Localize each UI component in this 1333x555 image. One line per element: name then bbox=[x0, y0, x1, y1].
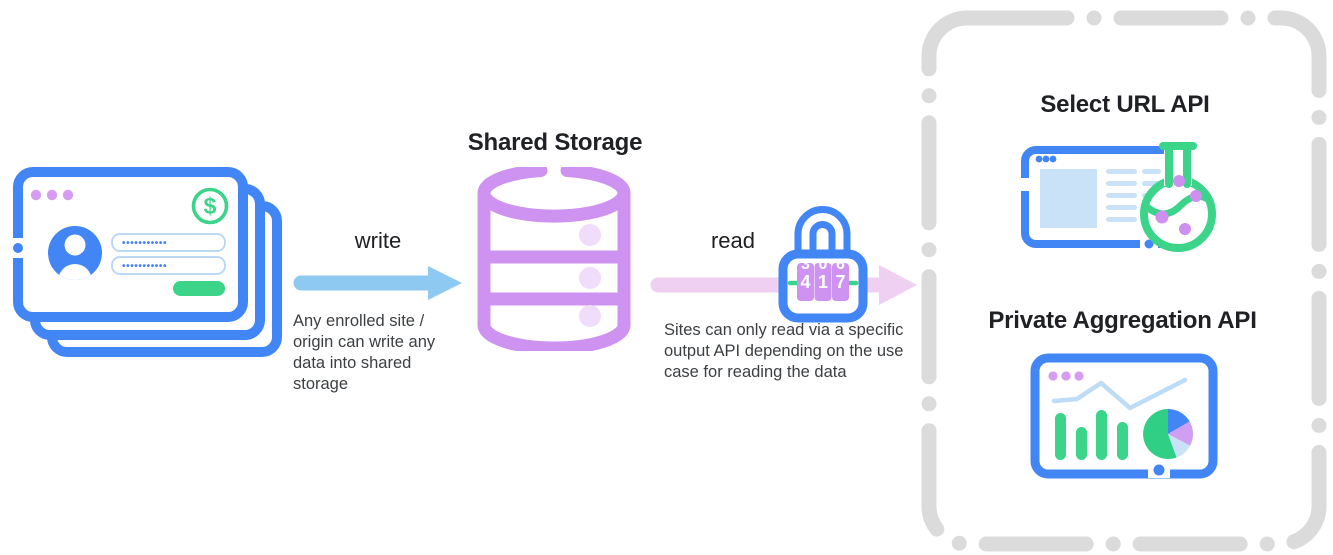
svg-text:$: $ bbox=[204, 193, 217, 219]
write-description: Any enrolled site / origin can write any… bbox=[293, 312, 436, 394]
write-arrow bbox=[292, 265, 464, 301]
shared-storage-title: Shared Storage bbox=[467, 129, 643, 156]
password-field: ••••••••••• bbox=[111, 233, 226, 252]
svg-text:•••••••••••: ••••••••••• bbox=[122, 261, 167, 272]
svg-text:5: 5 bbox=[801, 299, 810, 316]
svg-text:4: 4 bbox=[800, 272, 810, 292]
svg-text:0: 0 bbox=[819, 256, 828, 273]
avatar-icon bbox=[48, 226, 102, 280]
svg-text:1: 1 bbox=[818, 272, 828, 292]
svg-text:3: 3 bbox=[801, 256, 810, 273]
lock-dial: 4 3 5 bbox=[797, 256, 814, 316]
lock-shackle bbox=[794, 206, 851, 260]
login-button-icon bbox=[173, 281, 225, 296]
dollar-icon: $ bbox=[191, 187, 229, 225]
enrolled-sites-node: $ ••••••••••• ••••••••••• bbox=[8, 164, 298, 364]
svg-text:7: 7 bbox=[835, 272, 845, 292]
select-url-api-icon bbox=[1020, 138, 1222, 256]
combination-lock-icon: 4 3 5 1 0 2 7 6 8 bbox=[777, 202, 869, 324]
flask-bubbles bbox=[1155, 175, 1202, 235]
svg-text:2: 2 bbox=[819, 299, 828, 316]
line-chart-icon bbox=[1051, 377, 1188, 411]
svg-text:8: 8 bbox=[836, 299, 845, 316]
window-dots-icon bbox=[30, 189, 74, 201]
database-icon bbox=[468, 167, 640, 351]
bar-chart-icon bbox=[1055, 410, 1128, 460]
flask-icon bbox=[1140, 142, 1216, 252]
stacked-browser-windows-icon: $ ••••••••••• ••••••••••• bbox=[10, 167, 282, 357]
output-apis-boundary bbox=[918, 8, 1330, 553]
border-dot bbox=[13, 243, 23, 253]
svg-text:6: 6 bbox=[836, 256, 845, 273]
password-field: ••••••••••• bbox=[111, 256, 226, 275]
lock-dial: 1 0 2 bbox=[814, 256, 832, 316]
write-label: write bbox=[354, 228, 402, 253]
front-window-icon: $ ••••••••••• ••••••••••• bbox=[10, 167, 248, 322]
private-aggregation-api-icon bbox=[1030, 352, 1220, 482]
content-block bbox=[1040, 169, 1097, 228]
database-band-dots bbox=[579, 224, 601, 327]
read-label: read bbox=[710, 228, 756, 253]
svg-text:•••••••••••: ••••••••••• bbox=[122, 238, 167, 249]
pie-chart-icon bbox=[1143, 408, 1194, 459]
private-aggregation-api-title: Private Aggregation API bbox=[988, 307, 1257, 334]
select-url-api-title: Select URL API bbox=[1040, 91, 1210, 118]
window-dots-icon bbox=[1048, 371, 1084, 381]
window-dots-icon bbox=[1035, 155, 1057, 163]
lock-dial: 7 6 8 bbox=[832, 256, 849, 316]
read-description: Sites can only read via a specific outpu… bbox=[664, 321, 904, 382]
